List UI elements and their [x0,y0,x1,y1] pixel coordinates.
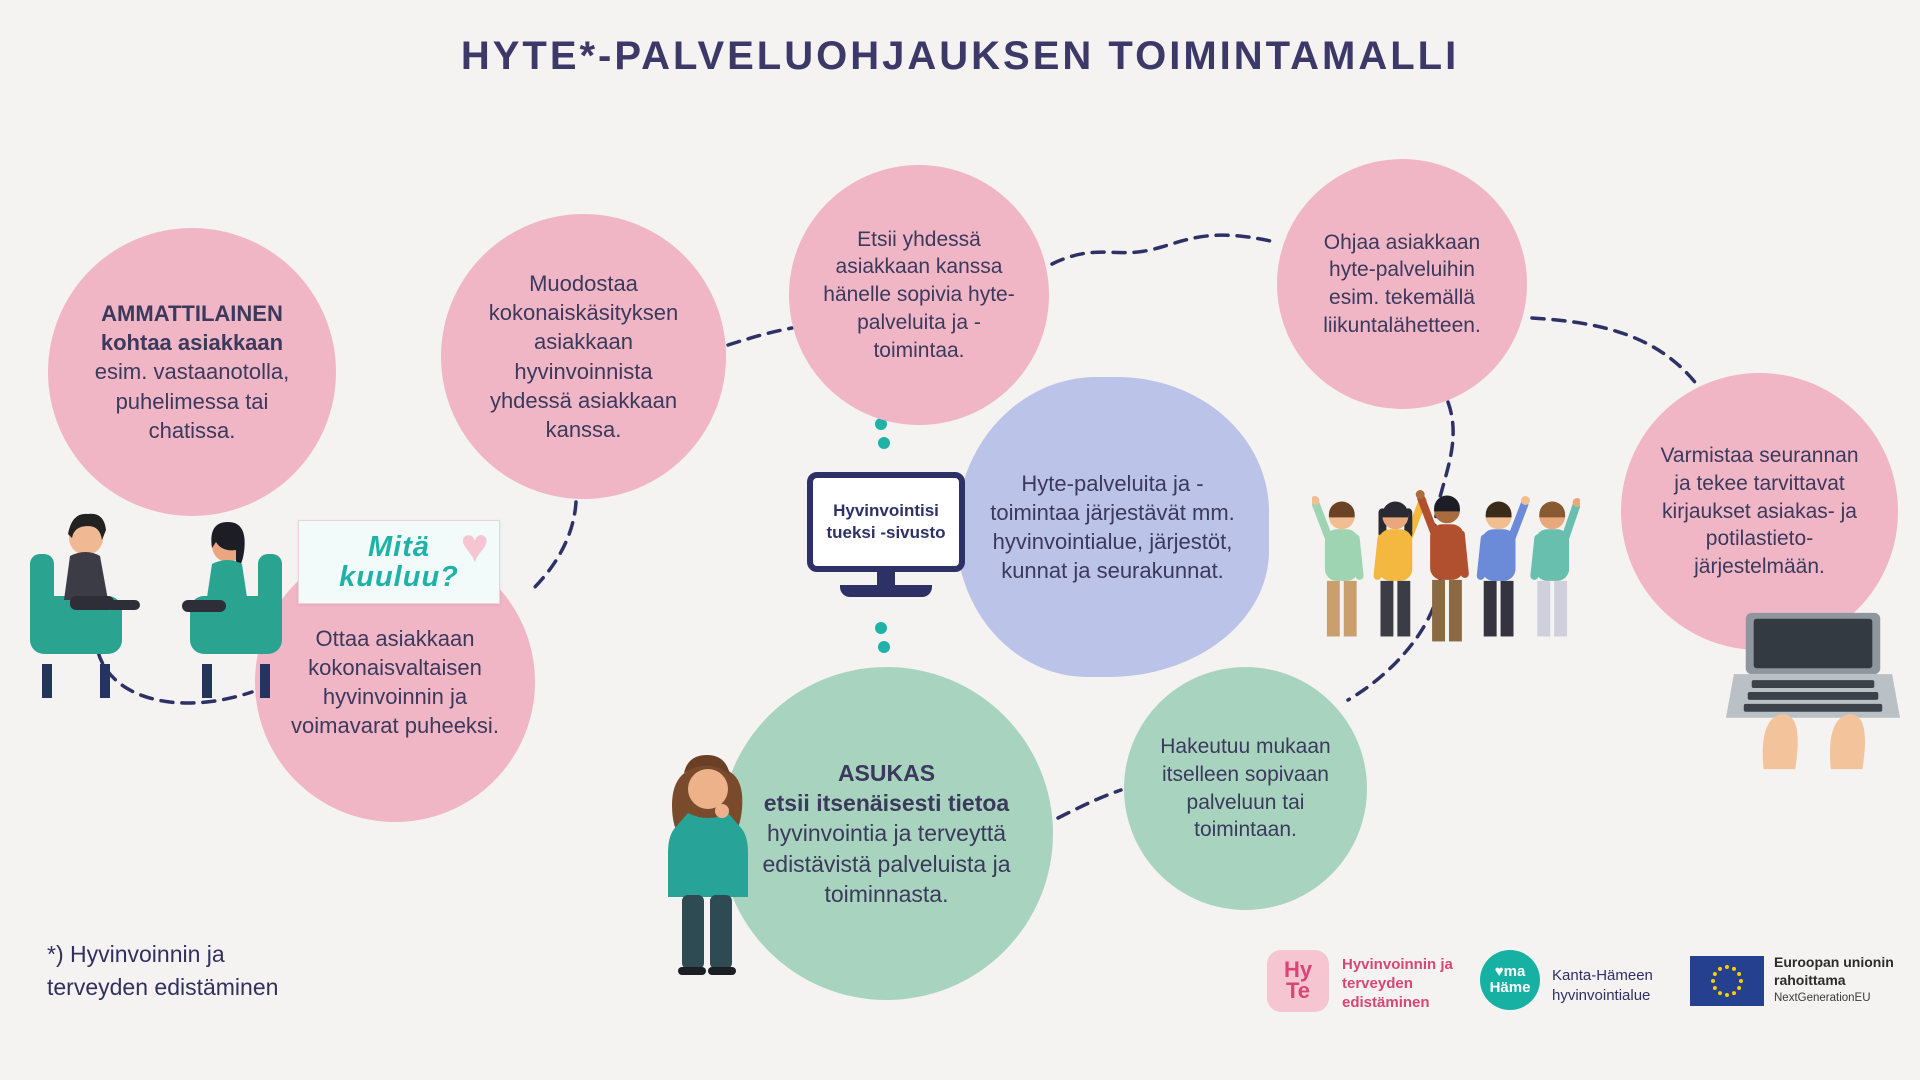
bubble-resident-searches-info: ASUKAS etsii itsenäisesti tietoa hyvinvo… [720,667,1053,1000]
eu-funding-line1: Euroopan unionin rahoittama [1774,954,1894,988]
illustration-laptop-hands [1725,612,1901,770]
eu-funding-label: Euroopan unionin rahoittama NextGenerati… [1774,954,1904,1004]
hyte-logo-line2: Te [1285,978,1311,1003]
bubble-bold-text: kohtaa asiakkaan [100,330,284,356]
bubble-heading: AMMATTILAINEN [101,301,283,327]
group-figure-3 [1415,490,1469,642]
omahame-logo-label: Kanta-Hämeen hyvinvointialue [1552,967,1653,1004]
illustration-thinking-person [668,755,748,975]
speech-bubble-text: Mitä kuuluu? [339,530,459,593]
bubble-text: Ottaa asiakkaan kokonaisvaltaisen hyvinv… [291,625,499,739]
connector-guide-to-followup [1530,316,1700,388]
monitor-icon: Hyvinvointisi tueksi -sivusto [807,472,965,597]
bubble-text: ASUKAS etsii itsenäisesti tietoa hyvinvo… [752,758,1021,910]
bubble-service-organizers: Hyte-palveluita ja -toimintaa järjestävä… [956,377,1269,677]
hyte-logo-line1: Hy [1283,957,1313,983]
hyte-logo-tagline: Hyvinvoinnin ja terveyden edistäminen [1342,956,1453,1011]
connector-overview-to-search [726,326,794,347]
connector-overview-to-bringsup [530,500,578,592]
bubble-text: Muodostaa kokonaiskäsityksen asiakkaan h… [488,271,679,442]
bubble-searches-services-together: Etsii yhdessä asiakkaan kanssa hänelle s… [789,165,1049,425]
bubble-bold-text: etsii itsenäisesti tietoa [763,789,1010,816]
bubble-professional-meets-client: AMMATTILAINEN kohtaa asiakkaan esim. vas… [48,228,336,516]
bubble-joins-service: Hakeutuu mukaan itselleen sopivaan palve… [1124,667,1367,910]
connector-search-to-guide [1050,233,1277,266]
group-figure-5 [1530,498,1580,637]
illustration-two-people-talking [30,513,282,698]
group-figure-2 [1373,496,1427,637]
bubble-text: AMMATTILAINEN kohtaa asiakkaan esim. vas… [80,299,304,444]
monitor-stand-base [840,585,932,597]
bubble-text: Ohjaa asiakkaan hyte-palveluihin esim. t… [1323,230,1481,337]
eu-funding-line2: NextGenerationEU [1774,992,1871,1004]
bubble-rest-text: esim. vastaanotolla, puhelimessa tai cha… [94,359,290,443]
group-figure-1 [1312,496,1364,637]
eu-flag-icon [1690,956,1764,1006]
omahame-logo: ♥ma Häme [1480,950,1540,1010]
monitor-label: Hyvinvointisi tueksi -sivusto [826,500,946,542]
bubble-text: Hakeutuu mukaan itselleen sopivaan palve… [1160,735,1331,842]
speech-bubble-card: ♥ Mitä kuuluu? [298,520,500,604]
connector-resident-to-join [1056,788,1123,820]
hyte-logo: Hy Te [1267,950,1329,1012]
bubble-forms-overview: Muodostaa kokonaiskäsityksen asiakkaan h… [441,214,726,499]
monitor-stand-neck [877,572,895,585]
bubble-rest-text: hyvinvointia ja terveyttä edistävistä pa… [762,820,1011,908]
omahame-logo-line2: Häme [1489,979,1531,996]
illustration-people-group [1312,490,1580,642]
bubble-text: Hyte-palveluita ja -toimintaa järjestävä… [990,470,1235,584]
monitor-screen: Hyvinvointisi tueksi -sivusto [807,472,965,572]
bubble-guides-to-services: Ohjaa asiakkaan hyte-palveluihin esim. t… [1277,159,1527,409]
bubble-text: Varmistaa seurannan ja tekee tarvittavat… [1660,444,1859,579]
bubble-ensures-followup: Varmistaa seurannan ja tekee tarvittavat… [1621,373,1898,650]
bubble-heading: ASUKAS [837,759,936,786]
omahame-logo-line1: ♥ma [1494,962,1526,980]
heart-icon: ♥ [460,520,490,573]
page-title: HYTE*-PALVELUOHJAUKSEN TOIMINTAMALLI [460,34,1460,78]
footnote: *) Hyvinvoinnin ja terveyden edistäminen [47,941,279,1001]
group-figure-4 [1476,496,1530,637]
bubble-text: Etsii yhdessä asiakkaan kanssa hänelle s… [823,227,1015,362]
